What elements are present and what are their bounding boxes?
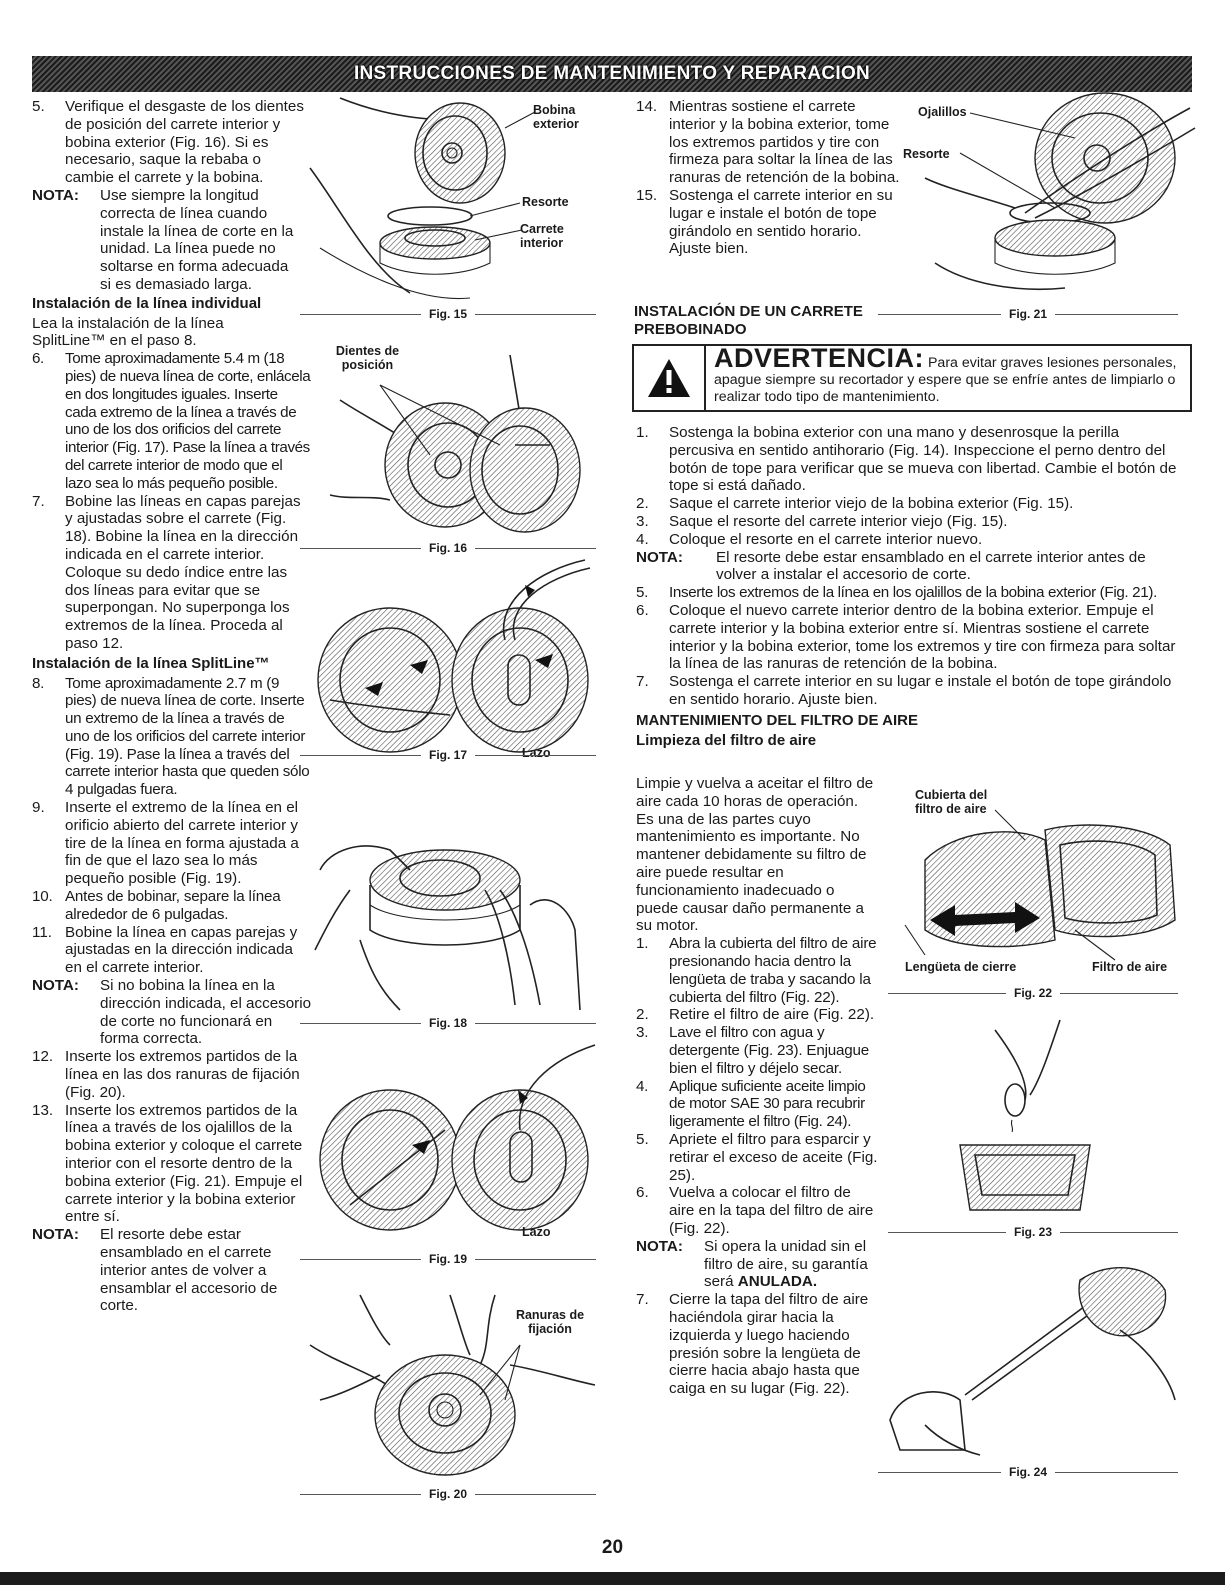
heading-individual: Instalación de la línea individual [32,294,262,312]
heading-filtro: MANTENIMIENTO DEL FILTRO DE AIRE [636,711,918,729]
step-10: 10.Antes de bobinar, separe la línea alr… [32,888,281,923]
step-5: 5.Verifique el desgaste de los dientes d… [32,98,304,187]
fig21-label-resorte: Resorte [903,147,950,161]
fig18-caption: Fig. 18 [300,1016,597,1030]
fig15-label-bobina: Bobina exterior [533,103,579,131]
fig15-label-resorte: Resorte [522,195,569,209]
step-6: 6.Tome aproximadamente 5.4 m (18 pies) d… [32,350,311,492]
step-8: 8.Tome aproximadamente 2.7 m (9 pies) de… [32,674,310,799]
page-number: 20 [601,1537,624,1558]
fig-17-illustration [317,559,591,753]
note-5: NOTA:Si opera la unidad sin el filtro de… [636,1237,868,1291]
fig16-caption: Fig. 16 [300,541,597,555]
warning-text: Para evitar graves lesiones personales, … [714,355,1177,405]
fig22-caption: Fig. 22 [888,986,1179,1000]
fig22-label-cubierta: Cubierta del filtro de aire [915,788,988,816]
fig19-label-lazo: Lazo [522,1225,551,1239]
right-upper-text: 14.Mientras sostiene el carrete interior… [636,98,906,258]
fig17-caption: Fig. 17 [300,748,597,762]
fig-18-illustration [314,845,581,1011]
note-3: NOTA:El resorte debe estar ensamblado en… [32,1226,278,1315]
note-2: NOTA:Si no bobina la línea en la direcci… [32,977,312,1048]
fig20-caption: Fig. 20 [300,1487,597,1501]
fig-24-illustration [889,1267,1176,1456]
heading-limpieza: Limpieza del filtro de aire [636,731,817,749]
fig-21-illustration [924,92,1196,291]
note-1: NOTA:Use siempre la longitud correcta de… [32,186,294,293]
heading-splitline: Instalación de la línea SplitLine™ [32,654,270,672]
filter-step-5: 5.Apriete el filtro para esparcir y reti… [636,1130,878,1184]
intro-individual: Lea la instalación de la línea SplitLine… [32,314,224,350]
filter-step-1: 1.Abra la cubierta del filtro de aire pr… [636,935,877,1006]
fig15-caption: Fig. 15 [300,307,597,321]
fig-22-illustration [904,809,1176,961]
fig23-caption: Fig. 23 [888,1225,1179,1239]
fig16-label-dientes: Dientes de posición [335,344,400,372]
step-13: 13.Inserte los extremos partidos de la l… [32,1101,303,1226]
warning-triangle-icon [634,346,706,410]
prebob-step-1: 1.Sostenga la bobina exterior con una ma… [636,424,1177,495]
bottom-bar [0,1572,1225,1585]
right-steps: 1.Sostenga la bobina exterior con una ma… [636,424,1188,751]
prebob-step-6: 6.Coloque el nuevo carrete interior dent… [636,601,1176,673]
step-15: 15.Sostenga el carrete interior en su lu… [636,186,893,258]
prebob-step-7: 7.Sostenga el carrete interior en su lug… [636,673,1172,708]
step-14: 14.Mientras sostiene el carrete interior… [636,98,900,187]
fig-16-illustration [329,354,581,533]
intro-filtro: Limpie y vuelva a aceitar el filtro de a… [636,775,874,935]
fig22-label-lengueta: Lengüeta de cierre [905,960,1017,974]
fig21-label-ojalillos: Ojalillos [918,105,967,119]
filter-step-3: 3.Lave el filtro con agua y detergente (… [636,1024,870,1077]
fig22-label-filtro: Filtro de aire [1092,960,1168,974]
fig-15-illustration [309,97,536,300]
fig-19-illustration [319,1044,596,1231]
left-column: 5.Verifique el desgaste de los dientes d… [32,98,312,1315]
warning-title: ADVERTENCIA: [714,343,925,373]
heading-prebobinado: INSTALACIÓN DE UN CARRETE PREBOBINADO [634,303,863,338]
fig24-caption: Fig. 24 [878,1465,1179,1479]
prebob-step-5: 5.Inserte los extremos de la línea en lo… [636,584,1157,602]
note-4: NOTA:El resorte debe estar ensamblado en… [636,548,1146,584]
step-11: 11.Bobine la línea en capas parejas y aj… [32,923,298,977]
warning-box: ADVERTENCIA: Para evitar graves lesiones… [632,344,1192,412]
filter-step-6: 6.Vuelva a colocar el filtro de aire en … [636,1184,874,1237]
step-7: 7.Bobine las líneas en capas parejas y a… [32,492,301,652]
fig15-label-carrete: Carrete interior [520,222,564,250]
section-title: INSTRUCCIONES DE MANTENIMIENTO Y REPARAC… [353,63,871,84]
fig-23-illustration [959,1019,1091,1211]
filter-step-7: 7.Cierre la tapa del filtro de aire haci… [636,1291,869,1398]
prebob-step-3: 3.Saque el resorte del carrete interior … [636,512,1008,530]
fig20-label-ranuras: Ranuras de fijación [515,1308,585,1336]
filter-step-2: 2.Retire el filtro de aire (Fig. 22). [636,1006,875,1024]
filter-step-4: 4.Aplique suficiente aceite limpio de mo… [636,1077,866,1131]
warning-text-block: ADVERTENCIA: Para evitar graves lesiones… [706,343,1190,410]
fig-20-illustration [309,1294,596,1476]
air-filter-text: Limpie y vuelva a aceitar el filtro de a… [636,775,878,1398]
step-9: 9.Inserte el extremo de la línea en el o… [32,799,299,888]
prebob-step-4: 4.Coloque el resorte en el carrete inter… [636,530,983,548]
section-banner: INSTRUCCIONES DE MANTENIMIENTO Y REPARAC… [32,56,1192,92]
prebob-step-2: 2.Saque el carrete interior viejo de la … [636,495,1074,513]
fig17-label-lazo: Lazo [522,746,551,760]
step-12: 12.Inserte los extremos partidos de la l… [32,1048,300,1101]
fig19-caption: Fig. 19 [300,1252,597,1266]
fig21-caption: Fig. 21 [878,307,1179,321]
